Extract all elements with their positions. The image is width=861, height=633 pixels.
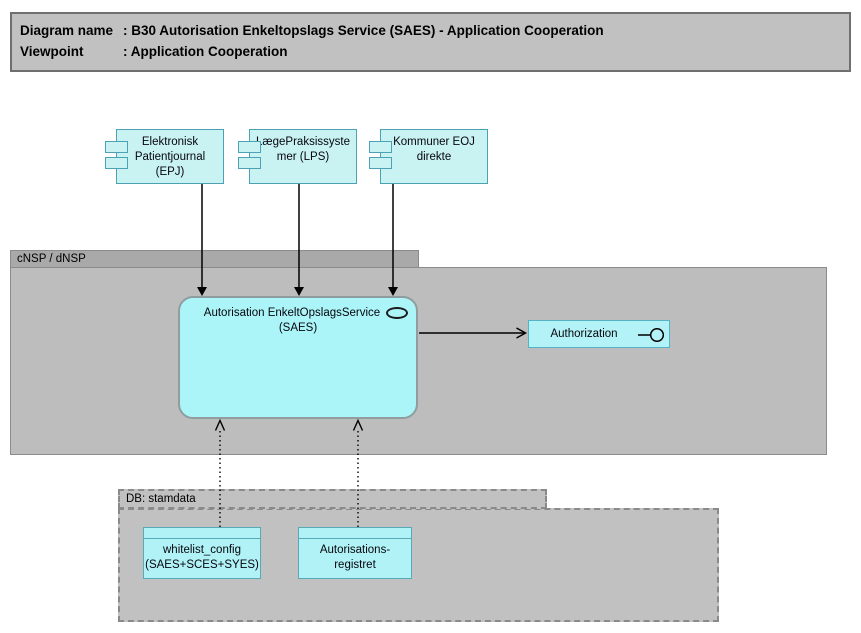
component-icon (238, 141, 261, 153)
group-db-header: DB: stamdata (118, 489, 547, 509)
component-lps: LægePraksissyste mer (LPS) (238, 129, 357, 184)
diagram-name-label: Diagram name (20, 23, 114, 38)
data-object-whitelist-config: whitelist_config (SAES+SCES+SYES) (143, 527, 261, 579)
data-object-whitelist-label: (SAES+SCES+SYES) (145, 559, 259, 571)
component-epj-label: Elektronisk (141, 136, 199, 148)
diagram-title-block: Diagram name : B30 Autorisation Enkeltop… (10, 12, 851, 72)
component-icon (369, 157, 392, 169)
group-db-label: DB: stamdata (126, 493, 196, 505)
service-saes-label: (SAES) (278, 322, 318, 334)
interface-authorization: Authorization (528, 320, 670, 348)
data-object-band (299, 528, 411, 539)
data-object-autregistret-label: registret (334, 559, 376, 571)
component-epj-label: Patientjournal (134, 151, 206, 163)
component-icon (369, 141, 392, 153)
component-kommuner-eoj: Kommuner EOJ direkte (369, 129, 488, 184)
service-saes-label: Autorisation EnkeltOpslagsService (203, 307, 381, 319)
group-cnsp-label: cNSP / dNSP (17, 253, 86, 265)
data-object-autregistret-label: Autorisations- (319, 544, 391, 556)
interface-lollipop-icon (638, 327, 665, 343)
component-icon (105, 157, 128, 169)
group-cnsp-header: cNSP / dNSP (10, 250, 419, 268)
service-oval-icon (386, 307, 408, 319)
component-epj-label: (EPJ) (155, 166, 185, 178)
group-cnsp-body (10, 267, 827, 455)
component-icon (105, 141, 128, 153)
component-lps-label: mer (LPS) (276, 151, 330, 163)
component-lps-label: LægePraksissyste (256, 136, 350, 148)
data-object-band (144, 528, 260, 539)
data-object-whitelist-label: whitelist_config (163, 544, 241, 556)
viewpoint-row: Viewpoint : Application Cooperation (20, 41, 841, 62)
component-kommuner-label: direkte (416, 151, 452, 163)
viewpoint-value: : Application Cooperation (123, 44, 288, 59)
service-saes: Autorisation EnkeltOpslagsService (SAES) (178, 296, 418, 419)
component-epj: Elektronisk Patientjournal (EPJ) (105, 129, 224, 184)
component-kommuner-label: Kommuner EOJ (393, 136, 475, 148)
diagram-name-value: : B30 Autorisation Enkeltopslags Service… (123, 23, 604, 38)
data-object-autorisationsregistret: Autorisations- registret (298, 527, 412, 579)
interface-authorization-label: Authorization (550, 328, 618, 340)
diagram-name-row: Diagram name : B30 Autorisation Enkeltop… (20, 20, 841, 41)
viewpoint-label: Viewpoint (20, 44, 84, 59)
component-icon (238, 157, 261, 169)
